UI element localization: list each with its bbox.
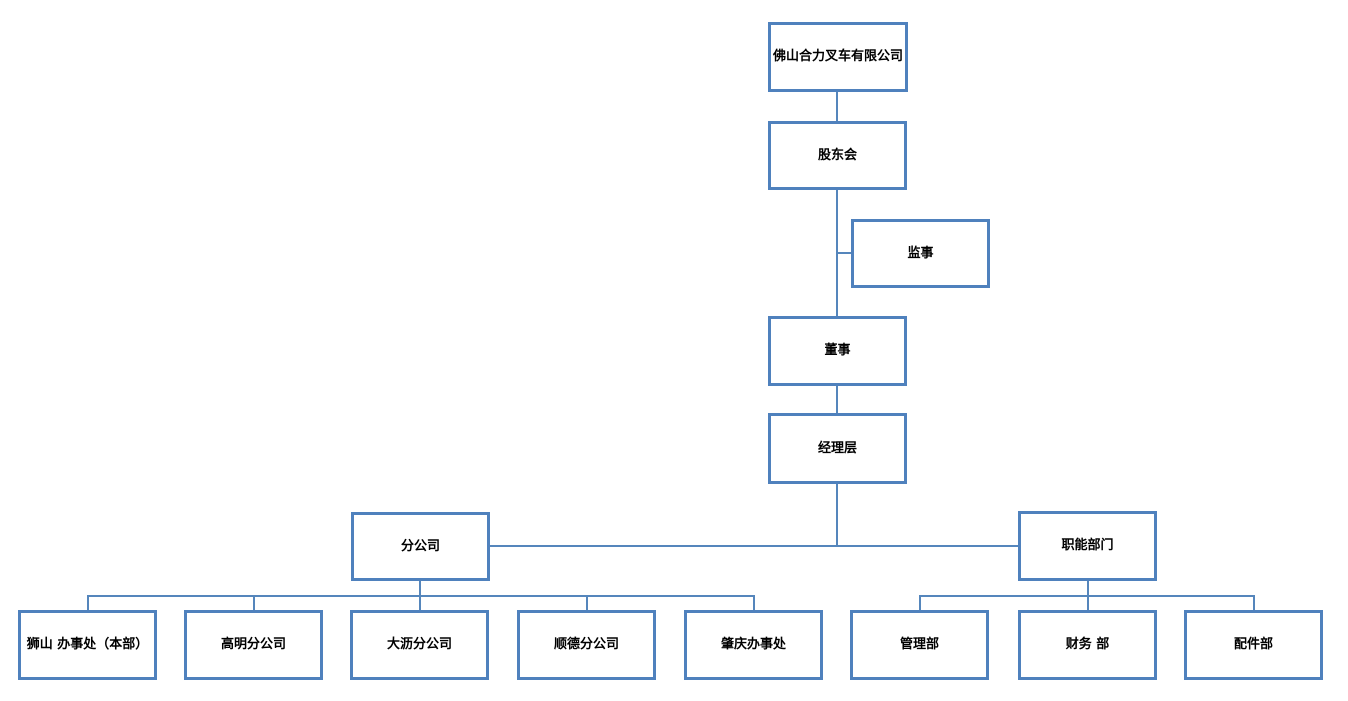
org-node-label: 财务 部	[1065, 637, 1110, 653]
connector-line	[586, 595, 588, 610]
connector-line	[919, 595, 921, 610]
connector-line	[490, 545, 1018, 547]
org-node-gaoming-branch: 高明分公司	[184, 610, 323, 680]
org-node-shunde-branch: 顺德分公司	[517, 610, 656, 680]
connector-line	[836, 386, 838, 413]
connector-line	[836, 484, 838, 546]
org-node-label: 分公司	[400, 538, 440, 554]
org-node-label: 狮山 办事处（本部）	[26, 637, 149, 653]
connector-line	[87, 595, 89, 610]
org-node-label: 经理层	[817, 440, 857, 456]
org-node-label: 董事	[824, 343, 851, 359]
org-node-parts-dept: 配件部	[1184, 610, 1323, 680]
org-node-zhaoqing-office: 肇庆办事处	[684, 610, 823, 680]
connector-line	[753, 595, 755, 610]
connector-line	[253, 595, 255, 610]
org-node-company: 佛山合力叉车有限公司	[768, 22, 908, 92]
org-node-label: 顺德分公司	[553, 637, 619, 653]
org-node-departments: 职能部门	[1018, 511, 1157, 581]
org-node-supervisor: 监事	[851, 219, 990, 288]
org-node-label: 肇庆办事处	[720, 637, 786, 653]
org-node-label: 佛山合力叉车有限公司	[772, 49, 903, 65]
connector-line	[836, 92, 838, 121]
org-node-dali-branch: 大沥分公司	[350, 610, 489, 680]
org-node-label: 管理部	[899, 637, 939, 653]
org-node-shishan-office: 狮山 办事处（本部）	[18, 610, 157, 680]
org-node-management: 经理层	[768, 413, 907, 484]
org-node-label: 大沥分公司	[386, 637, 452, 653]
org-node-branches: 分公司	[351, 512, 490, 581]
org-node-shareholders: 股东会	[768, 121, 907, 190]
connector-line	[919, 595, 1254, 597]
org-node-director: 董事	[768, 316, 907, 386]
org-node-label: 监事	[907, 245, 934, 261]
org-node-admin-dept: 管理部	[850, 610, 989, 680]
connector-line	[837, 252, 851, 254]
org-node-label: 配件部	[1233, 637, 1273, 653]
connector-line	[1253, 595, 1255, 610]
connector-line	[87, 595, 754, 597]
org-node-finance-dept: 财务 部	[1018, 610, 1157, 680]
org-node-label: 高明分公司	[220, 637, 286, 653]
org-node-label: 职能部门	[1061, 538, 1114, 554]
org-node-label: 股东会	[817, 147, 857, 163]
